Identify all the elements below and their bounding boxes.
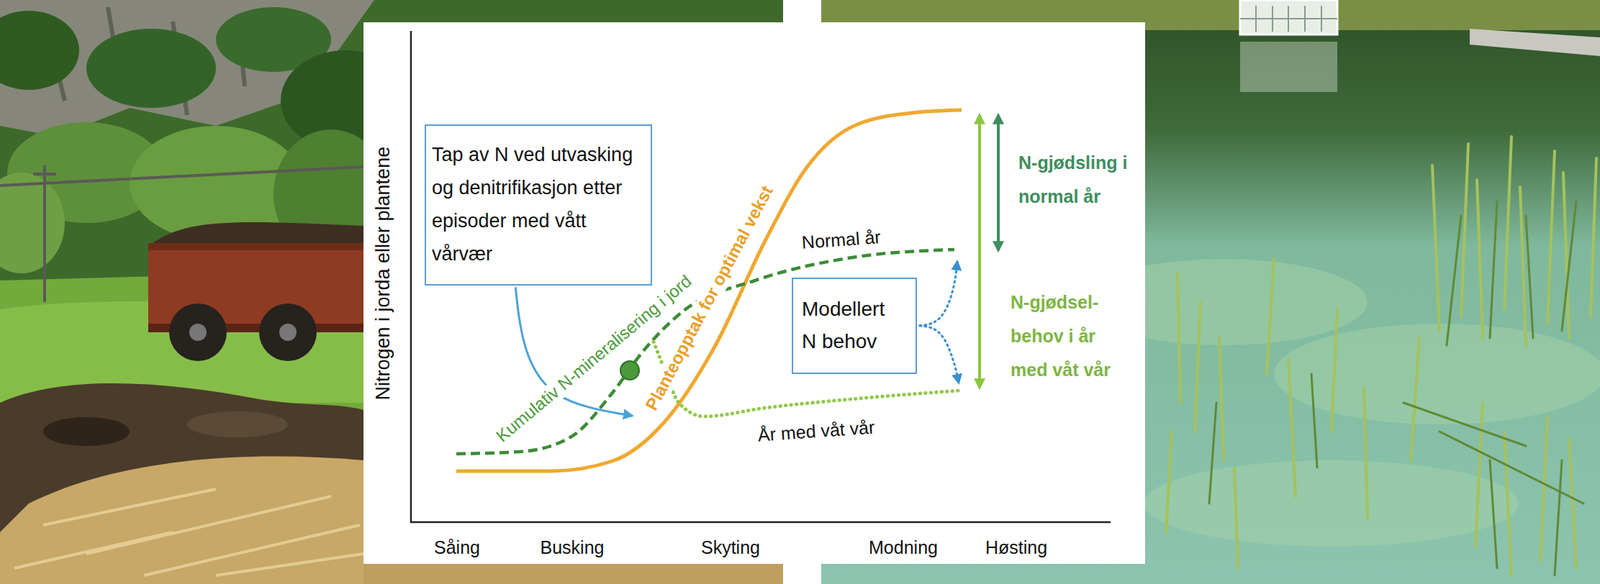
manure-clump <box>187 411 288 438</box>
dose-range-arrow <box>996 115 1000 251</box>
manure-heap <box>0 383 364 584</box>
note-text: Tap av N ved utvasking og denitrifikasjo… <box>431 138 638 272</box>
wheel-hub <box>279 323 297 342</box>
chart-panel <box>363 22 1146 565</box>
leader-arrow <box>919 326 959 383</box>
spreader-wheel <box>259 303 317 362</box>
walkway <box>1469 28 1600 57</box>
straw-streaks <box>14 489 364 576</box>
stage-tick-label: Høsting <box>985 536 1048 559</box>
spreader-wheel <box>169 303 227 362</box>
wheel-hub <box>189 323 207 342</box>
pavilion <box>1240 0 1338 35</box>
dose-label: N-gjødsel- behov i år med våt vår <box>1010 285 1123 388</box>
tree <box>0 172 65 274</box>
pavilion-frame <box>1240 5 1338 32</box>
stage-tick-label: Busking <box>540 536 605 559</box>
model-note-box: Modellert N behov <box>791 277 917 375</box>
dose-range-arrow <box>978 115 982 388</box>
x-axis <box>410 521 1111 524</box>
algae-patch <box>1144 460 1519 548</box>
stage-tick-label: Modning <box>868 536 938 559</box>
note-text: Modellert N behov <box>801 293 903 359</box>
tree <box>86 28 216 108</box>
curve-label: Normal år <box>798 226 885 254</box>
stage-tick-label: Skyting <box>701 536 761 559</box>
dose-label: N-gjødsling i normal år <box>1018 146 1136 214</box>
reeds <box>1165 136 1597 576</box>
loss-note-box: Tap av N ved utvasking og denitrifikasjo… <box>424 124 653 286</box>
curve-marker-dot <box>620 361 640 381</box>
leader-arrow <box>919 261 958 327</box>
pavilion-reflection <box>1240 41 1338 93</box>
y-axis <box>410 30 413 524</box>
manure-clump <box>43 417 130 447</box>
straw-bale <box>0 457 364 584</box>
reeds-dark <box>1209 201 1584 576</box>
stage-tick-label: Såing <box>434 536 481 559</box>
curve-label: År med våt vår <box>754 416 879 447</box>
tree <box>0 10 80 90</box>
algae-patch <box>1273 323 1600 425</box>
axis-title: Nitrogen i jorda eller plantene <box>371 146 395 401</box>
